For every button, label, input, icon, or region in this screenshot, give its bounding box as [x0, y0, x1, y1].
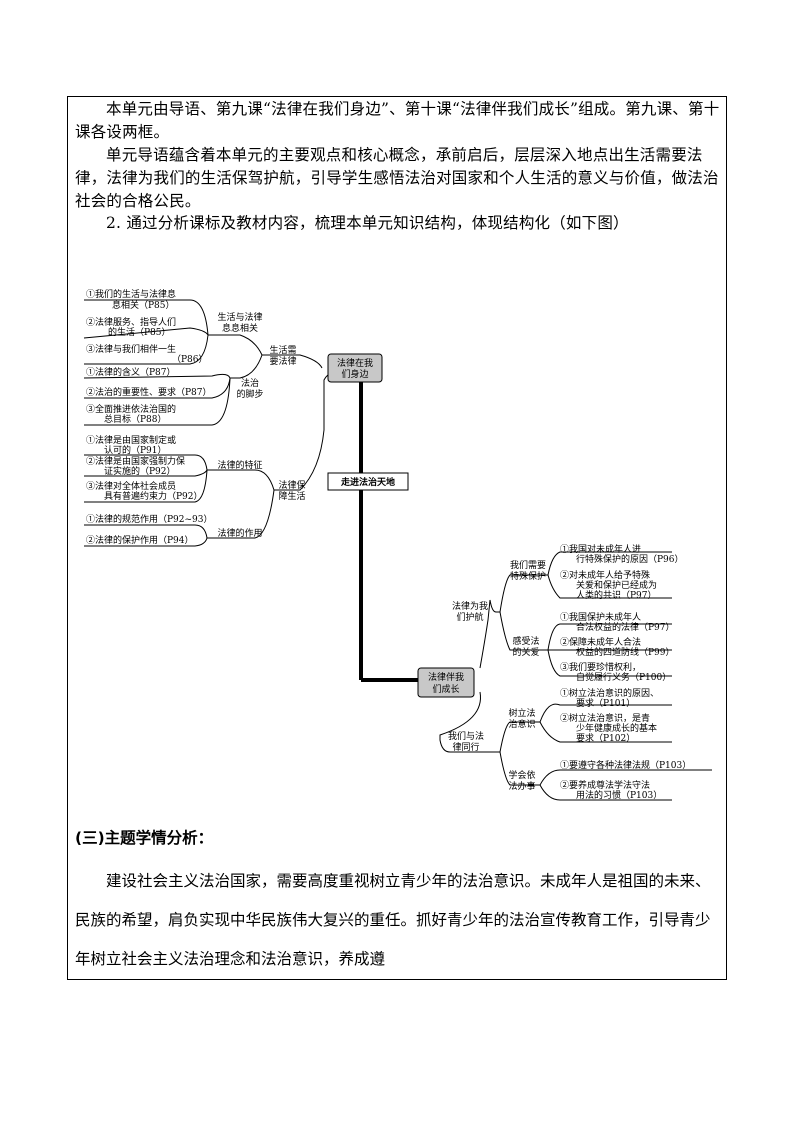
lesson9-title-line2: 们身边	[341, 368, 368, 380]
l10-branch2-line2: 律同行	[452, 741, 479, 753]
l9-sub3: 法律的特征	[217, 459, 262, 471]
l10-sub1-line1: 我们需要	[510, 559, 546, 571]
leaf-c2-line1: ②法律是由国家强制力保	[86, 455, 185, 467]
leaf-h2-line2: 用法的习惯（P103）	[576, 789, 662, 801]
leaf-b2: ②法治的重要性、要求（P87）	[86, 386, 212, 398]
lesson10-box	[417, 667, 475, 698]
leaf-g2-line1: ②树立法治意识，是青	[560, 712, 650, 724]
root-box	[327, 472, 409, 491]
l9-sub1-line1: 生活与法律	[217, 311, 262, 323]
leaf-c1-line1: ①法律是由国家制定或	[86, 434, 176, 446]
leaf-a1-line1: ①我们的生活与法律息	[86, 288, 176, 300]
lesson9-title-line1: 法律在我	[337, 357, 373, 369]
leaf-h2-line1: ②要养成尊法学法守法	[560, 779, 650, 791]
leaf-f2-line2: 权益的四道防线（P99）	[576, 646, 675, 658]
l10-branch2-line1: 我们与法	[448, 730, 484, 742]
section-paragraph: 建设社会主义法治国家，需要高度重视树立青少年的法治意识。未成年人是祖国的未来、民…	[75, 872, 711, 968]
content-frame	[67, 96, 727, 980]
l10-branch1-line1: 法律为我	[452, 600, 488, 612]
leaf-e2-line1: ②对未成年人给予特殊	[560, 569, 650, 581]
leaf-g1-line2: 要求（P101）	[576, 697, 635, 709]
paragraph-unit-guide: 单元导语蕴含着本单元的主要观点和核心概念，承前启后，层层深入地点出生活需要法律，…	[75, 146, 719, 210]
leaf-f1-line2: 合法权益的法律（P97）	[576, 621, 675, 633]
root-title: 走进法治天地	[340, 476, 395, 488]
leaf-e2-line3: 人类的共识（P97）	[576, 589, 657, 601]
leaf-c3-line1: ③法律对全体社会成员	[86, 480, 176, 492]
lesson10-title-line1: 法律伴我	[428, 671, 464, 683]
leaf-e1-line2: 行特殊保护的原因（P96）	[576, 553, 684, 565]
l10-sub4-line1: 学会依	[508, 769, 535, 781]
l10-sub4-line2: 法办事	[508, 780, 535, 792]
leaf-b3-line2: 总目标（P88）	[104, 413, 167, 425]
l10-sub3-line1: 树立法	[508, 707, 535, 719]
leaf-a3-line1: ③法律与我们相伴一生	[86, 343, 176, 355]
lesson9-box	[327, 353, 383, 383]
leaf-f2-line1: ②保障未成年人合法	[560, 636, 641, 648]
leaf-a2-line1: ②法律服务、指导人们	[86, 316, 176, 328]
paragraph-structure: 2. 通过分析课标及教材内容，梳理本单元知识结构，体现结构化（如下图）	[106, 214, 629, 232]
leaf-g2-line3: 要求（P102）	[576, 732, 635, 744]
leaf-a2-line2: 的生活（P85）	[108, 326, 171, 338]
l9-branch2-line1: 法律保	[278, 479, 305, 491]
lesson10-title-line2: 们成长	[432, 683, 459, 695]
l10-sub2-line2: 的关爱	[512, 646, 539, 658]
leaf-f3-line2: 自觉履行义务（P100）	[576, 671, 671, 683]
leaf-b3-line1: ③全面推进依法治国的	[86, 403, 176, 415]
l10-sub3-line2: 治意识	[508, 718, 535, 730]
leaf-f3-line1: ③我们要珍惜权利，	[560, 661, 641, 673]
l10-sub1-line2: 特殊保护	[510, 570, 546, 582]
section-heading: (三)主题学情分析：	[75, 829, 214, 847]
leaf-g2-line2: 少年健康成长的基本	[576, 722, 657, 734]
leaf-f1-line1: ①我国保护未成年人	[560, 611, 641, 623]
l9-branch1-line2: 要法律	[269, 355, 296, 367]
paragraph-intro: 本单元由导语、第九课“法律在我们身边”、第十课“法律伴我们成长”组成。第九课、第…	[75, 100, 720, 141]
l9-branch2-line2: 障生活	[278, 490, 305, 502]
l9-sub2-line1: 法治	[241, 377, 259, 389]
leaf-c1-line2: 认可的（P91）	[104, 444, 167, 456]
leaf-h1: ①要遵守各种法律法规（P103）	[560, 759, 691, 771]
leaf-a3-line2: （P86）	[172, 354, 208, 365]
l9-sub1-line2: 息息相关	[222, 322, 258, 334]
leaf-a1-line2: 息相关（P85）	[112, 299, 175, 311]
leaf-g1-line1: ①树立法治意识的原因、	[560, 687, 659, 699]
leaf-b1: ①法律的含义（P87）	[86, 366, 176, 378]
l9-branch1-line1: 生活需	[269, 344, 296, 356]
leaf-c3-line2: 具有普遍约束力（P92）	[104, 490, 203, 502]
l10-sub2-line1: 感受法	[512, 635, 539, 647]
l10-branch1-line2: 们护航	[456, 611, 483, 623]
leaf-e2-line2: 关爱和保护已经成为	[576, 579, 657, 591]
leaf-d1: ①法律的规范作用（P92~93）	[86, 513, 213, 525]
leaf-d2: ②法律的保护作用（P94）	[86, 534, 194, 546]
leaf-c2-line2: 证实施的（P92）	[104, 465, 176, 477]
l9-sub4: 法律的作用	[217, 527, 262, 539]
leaf-e1-line1: ①我国对未成年人进	[560, 543, 641, 555]
l9-sub2-line2: 的脚步	[236, 388, 263, 400]
